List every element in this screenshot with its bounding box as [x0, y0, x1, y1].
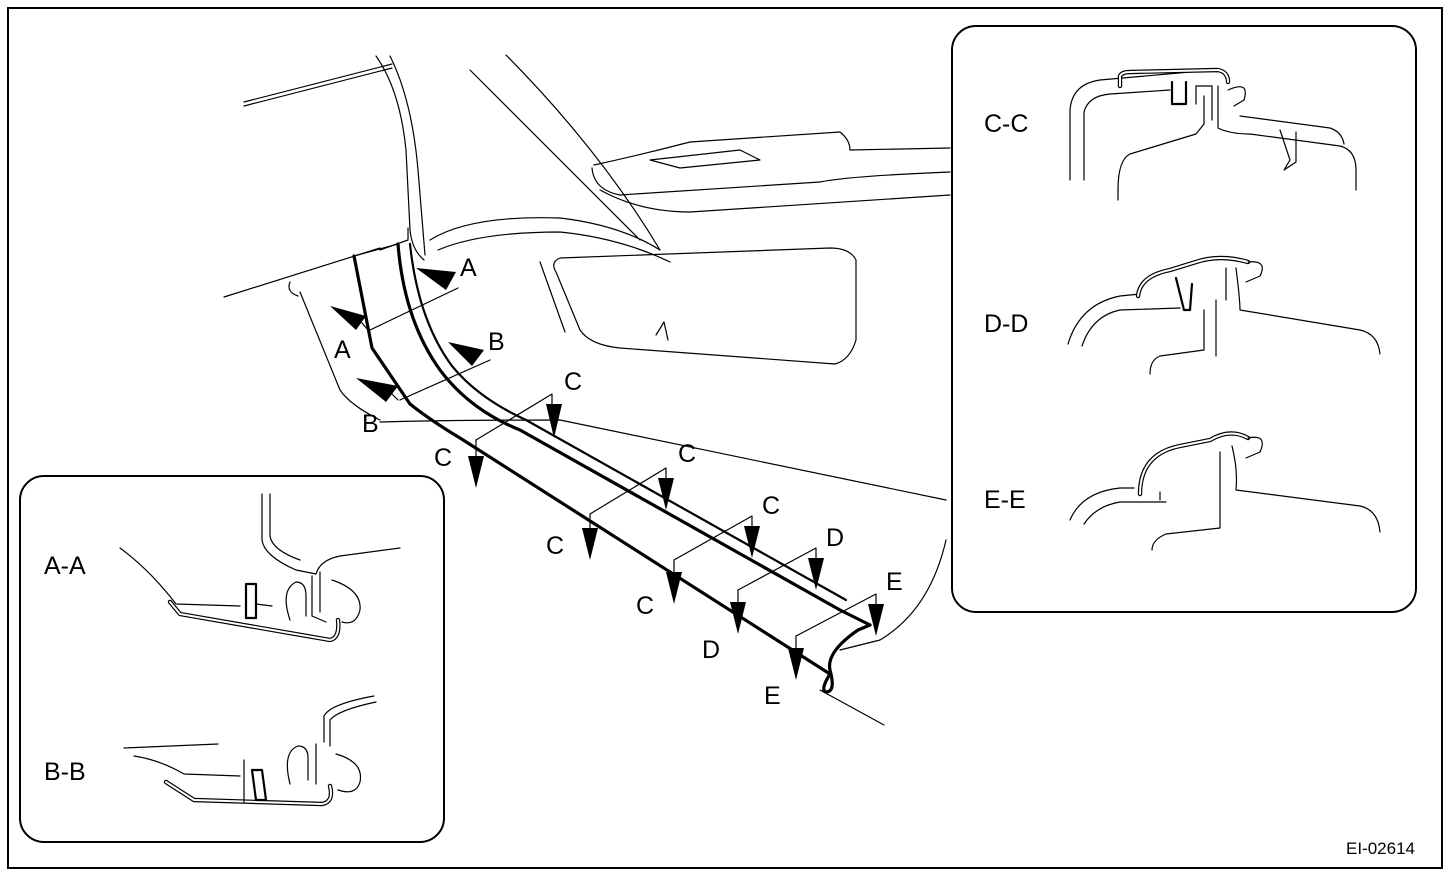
main-view: A A B B C C C C C C D D E E	[223, 54, 951, 726]
marker-c-2: C	[434, 444, 452, 472]
marker-e-lower: E	[764, 682, 781, 710]
marker-c-1: C	[564, 368, 582, 396]
section-ee-drawing	[1069, 431, 1381, 551]
marker-b-lower: B	[362, 410, 379, 438]
marker-c-4: C	[546, 532, 564, 560]
inset-right: C-C D-D E-E	[951, 25, 1417, 613]
marker-a-lower: A	[334, 336, 351, 364]
section-aa-drawing	[119, 493, 401, 643]
section-cc-label: C-C	[984, 110, 1028, 138]
section-cc-drawing	[1069, 67, 1357, 201]
marker-b-upper: B	[488, 328, 505, 356]
section-dd-label: D-D	[984, 310, 1028, 338]
marker-e-upper: E	[886, 568, 903, 596]
marker-c-3: C	[678, 440, 696, 468]
marker-d-upper: D	[826, 524, 844, 552]
section-bb-label: B-B	[44, 758, 86, 786]
marker-d-lower: D	[702, 636, 720, 664]
figure-code: EI-02614	[1346, 839, 1415, 858]
marker-a-upper: A	[460, 254, 477, 282]
inset-left: A-A B-B	[19, 475, 445, 843]
section-aa-label: A-A	[44, 552, 86, 580]
marker-c-6: C	[636, 592, 654, 620]
section-dd-drawing	[1067, 255, 1381, 375]
section-ee-label: E-E	[984, 486, 1026, 514]
marker-c-5: C	[762, 492, 780, 520]
section-bb-drawing	[123, 695, 377, 807]
